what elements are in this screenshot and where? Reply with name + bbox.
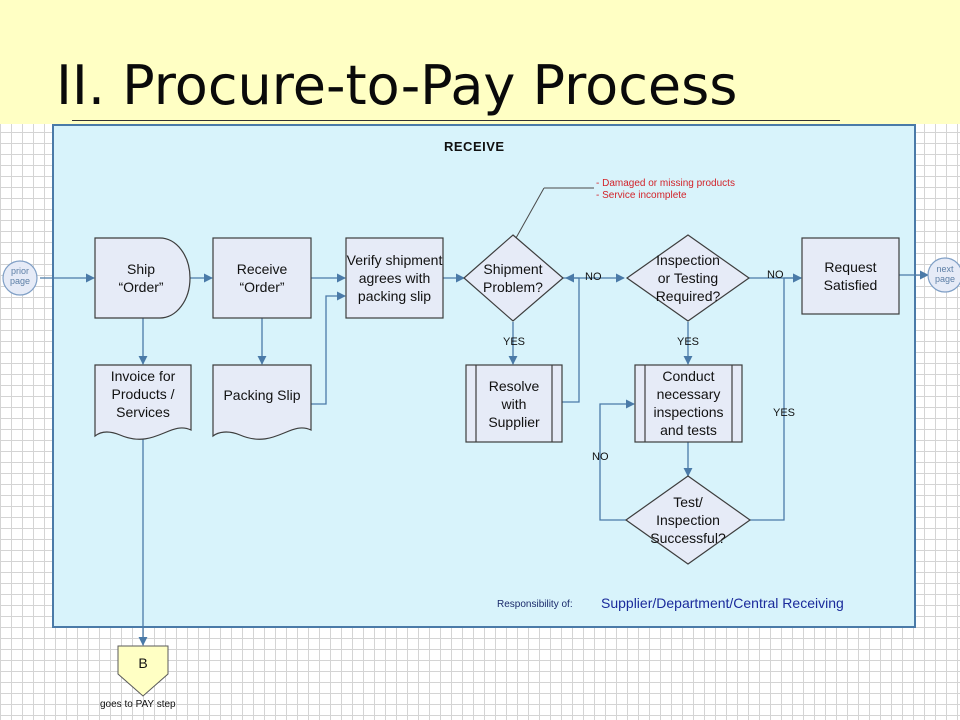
offpage-b-label: B <box>138 655 148 671</box>
test-successful-shape <box>624 475 752 565</box>
conduct-inspections-label: Conduct necessary inspections and tests <box>653 367 724 438</box>
next-page-label: next page <box>934 264 956 284</box>
request-satisfied-label: Request Satisfied <box>823 259 878 293</box>
receive-order-shape <box>212 237 312 319</box>
goes-to-pay-label: goes to PAY step <box>100 699 176 710</box>
conduct-inspections-shape <box>634 364 743 443</box>
inspection-required-label: Inspection or Testing Required? <box>655 252 721 304</box>
receive-order-label: Receive “Order” <box>236 261 288 295</box>
problem-annotation: - Damaged or missing products - Service … <box>596 178 735 201</box>
packing-slip-label: Packing Slip <box>223 387 301 403</box>
edge-resolve-to-problem <box>562 273 580 403</box>
next-page-connector <box>927 257 960 293</box>
responsibility-label: Responsibility of: <box>497 599 573 610</box>
annotation-leader <box>515 187 545 239</box>
edge-test-no-to-conduct <box>599 399 635 521</box>
shipment-problem-shape <box>463 234 564 322</box>
panel-title: RECEIVE <box>444 139 505 154</box>
edge-label-no-inspection: NO <box>767 269 784 281</box>
responsibility-value: Supplier/Department/Central Receiving <box>601 595 844 611</box>
title-band <box>0 0 960 124</box>
test-successful-label: Test/ Inspection Successful? <box>650 494 726 546</box>
prior-page-connector <box>2 260 38 296</box>
edge-label-no-problem: NO <box>585 271 602 283</box>
invoice-label: Invoice for Products / Services <box>110 368 176 420</box>
packing-slip-shape <box>212 364 312 440</box>
shipment-problem-label: Shipment Problem? <box>483 261 543 295</box>
ship-order-shape <box>94 237 191 319</box>
edge-label-no-test: NO <box>592 451 609 463</box>
resolve-supplier-shape <box>465 364 563 443</box>
edge-test-yes-to-satisfied <box>750 273 802 521</box>
verify-shipment-shape <box>345 237 444 319</box>
title-underline <box>72 120 840 121</box>
ship-order-label: Ship “Order” <box>118 261 164 295</box>
request-satisfied-shape <box>801 237 900 315</box>
edge-label-yes-test: YES <box>773 407 796 419</box>
edge-packing-to-verify <box>311 291 346 405</box>
resolve-supplier-label: Resolve with Supplier <box>488 377 540 430</box>
verify-shipment-label: Verify shipment agrees with packing slip <box>346 252 443 304</box>
edge-label-yes-problem: YES <box>503 336 526 348</box>
slide-title: II. Procure-to-Pay Process <box>56 54 738 117</box>
invoice-shape <box>94 364 192 440</box>
offpage-b-shape <box>117 645 169 697</box>
inspection-required-shape <box>625 234 751 322</box>
prior-page-label: prior page <box>9 266 31 286</box>
edge-label-yes-inspection: YES <box>677 336 700 348</box>
